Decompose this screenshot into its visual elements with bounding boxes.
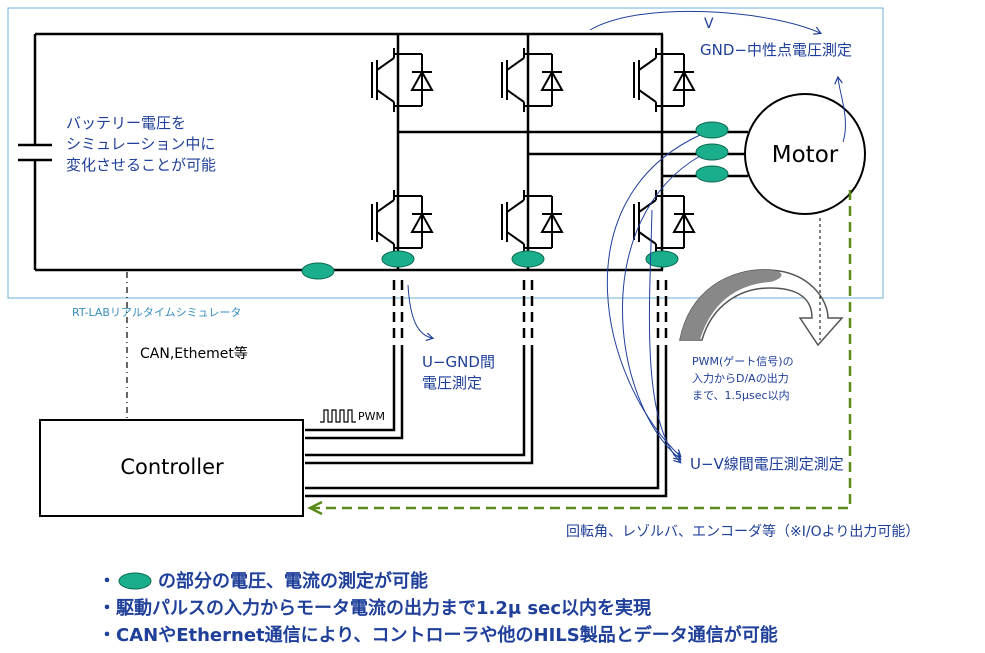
- battery-text-2: シミュレーション中に: [66, 135, 215, 153]
- measurement-points: [301, 121, 729, 280]
- igbt-lower-u: [371, 189, 433, 255]
- bullet-1-text: の部分の電圧、電流の測定が可能: [158, 570, 428, 592]
- pwm-note-3: まで、1.5μsec以内: [692, 388, 790, 402]
- motor-label: Motor: [772, 142, 839, 168]
- bullet-probe-icon: [118, 572, 152, 590]
- battery-text-1: バッテリー電圧を: [66, 114, 186, 132]
- igbt-upper-v: [501, 47, 563, 113]
- bullet-1-prefix: ・: [98, 571, 116, 592]
- motor-circle: [744, 93, 866, 215]
- controller-label: Controller: [120, 455, 224, 479]
- rtlab-frame: [7, 7, 884, 299]
- pwm-wave-icon: [320, 409, 356, 423]
- gate-lines-dashed: [392, 280, 668, 338]
- controller-box: [39, 419, 304, 517]
- battery-text-3: 変化させることが可能: [66, 156, 216, 174]
- annotation-arrows: [407, 10, 846, 462]
- ugnd-label-2: 電圧測定: [422, 374, 482, 392]
- igbt-upper-w: [633, 47, 695, 113]
- pwm-note-1: PWM(ゲート信号)の: [692, 355, 794, 368]
- rtlab-label: RT-LABリアルタイムシミュレータ: [72, 306, 241, 319]
- pwm-label: PWM: [358, 410, 385, 423]
- igbt-upper-u: [371, 47, 433, 113]
- can-label: CAN,Ethemet等: [140, 345, 248, 362]
- v-label: V: [704, 16, 714, 32]
- battery-icon: [18, 143, 52, 162]
- gnd-neutral-label: GND−中性点電圧測定: [700, 41, 852, 59]
- pwm-note-2: 入力からD/Aの出力: [692, 371, 789, 385]
- igbt-lower-v: [501, 189, 563, 255]
- igbt-lower-w: [633, 189, 695, 255]
- bullet-2: ・駆動パルスの入力からモータ電流の出力まで1.2μ sec以内を実現: [98, 597, 651, 619]
- delay-curve-arrow: [679, 269, 844, 347]
- encoder-feedback-line: [312, 190, 852, 510]
- gate-lines-solid: [305, 345, 668, 498]
- uv-line-label: U−V線間電圧測定測定: [690, 455, 844, 473]
- bullet-3: ・CANやEthernet通信により、コントローラや他のHILS製品とデータ通信…: [98, 624, 778, 646]
- encoder-label: 回転角、レゾルバ、エンコーダ等（※I/Oより出力可能）: [566, 523, 919, 540]
- ugnd-label-1: U−GND間: [422, 353, 495, 371]
